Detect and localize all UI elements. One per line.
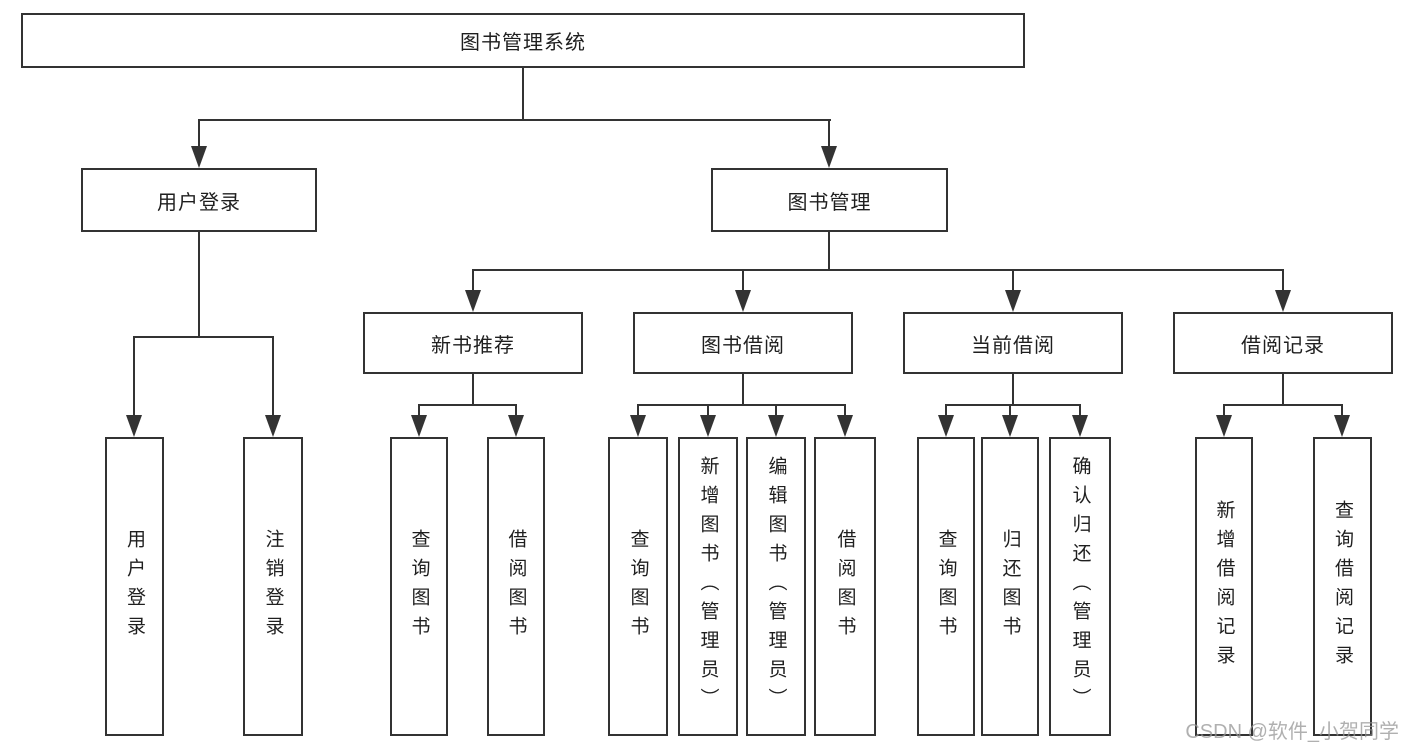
connector-line [198, 232, 200, 337]
arrow-down-icon [1275, 290, 1291, 312]
leaf-query-book-current: 查询图书 [917, 437, 975, 736]
csdn-watermark: CSDN @软件_小贺同学 [1185, 721, 1399, 743]
connector-line [1223, 404, 1343, 406]
connector-line [775, 404, 777, 417]
node-current-borrow: 当前借阅 [903, 312, 1123, 374]
connector-line [515, 404, 517, 417]
connector-line [198, 119, 831, 121]
arrow-down-icon [938, 415, 954, 437]
connector-line [637, 404, 639, 417]
arrow-down-icon [191, 146, 207, 168]
connector-line [742, 374, 744, 405]
connector-line [945, 404, 947, 417]
connector-line [472, 374, 474, 405]
leaf-logout: 注销登录 [243, 437, 303, 736]
node-user-login: 用户登录 [81, 168, 317, 232]
leaf-borrow-book-recommend: 借阅图书 [487, 437, 545, 736]
leaf-edit-book-admin: 编辑图书（管理员） [746, 437, 806, 736]
arrow-down-icon [700, 415, 716, 437]
node-book-management: 图书管理 [711, 168, 948, 232]
connector-line [272, 336, 274, 417]
arrow-down-icon [465, 290, 481, 312]
node-borrow-records: 借阅记录 [1173, 312, 1393, 374]
arrow-down-icon [1216, 415, 1232, 437]
arrow-down-icon [768, 415, 784, 437]
connector-line [1282, 374, 1284, 405]
connector-line [707, 404, 709, 417]
connector-line [828, 232, 830, 270]
leaf-confirm-return-admin: 确认归还（管理员） [1049, 437, 1111, 736]
connector-line [844, 404, 846, 417]
arrow-down-icon [1005, 290, 1021, 312]
connector-line [1223, 404, 1225, 417]
arrow-down-icon [630, 415, 646, 437]
connector-line [418, 404, 420, 417]
leaf-query-book-borrow: 查询图书 [608, 437, 668, 736]
connector-line [637, 404, 846, 406]
connector-line [1341, 404, 1343, 417]
leaf-return-book: 归还图书 [981, 437, 1039, 736]
connector-line [198, 119, 200, 148]
arrow-down-icon [126, 415, 142, 437]
connector-line [828, 119, 830, 148]
connector-line [1012, 374, 1014, 405]
arrow-down-icon [1072, 415, 1088, 437]
connector-line [418, 404, 517, 406]
connector-line [522, 68, 524, 120]
connector-line [1079, 404, 1081, 417]
arrow-down-icon [735, 290, 751, 312]
arrow-down-icon [1334, 415, 1350, 437]
connector-line [133, 336, 274, 338]
connector-line [1012, 269, 1014, 292]
connector-line [472, 269, 474, 292]
arrow-down-icon [508, 415, 524, 437]
connector-line [1282, 269, 1284, 292]
connector-line [133, 336, 135, 417]
leaf-user-login: 用户登录 [105, 437, 164, 736]
leaf-add-book-admin: 新增图书（管理员） [678, 437, 738, 736]
leaf-query-book-recommend: 查询图书 [390, 437, 448, 736]
leaf-borrow-book: 借阅图书 [814, 437, 876, 736]
connector-line [945, 404, 1081, 406]
connector-line [1009, 404, 1011, 417]
connector-line [472, 269, 1284, 271]
node-root-library-system: 图书管理系统 [21, 13, 1025, 68]
leaf-query-borrow-record: 查询借阅记录 [1313, 437, 1372, 736]
leaf-add-borrow-record: 新增借阅记录 [1195, 437, 1253, 736]
node-new-book-recommend: 新书推荐 [363, 312, 583, 374]
node-book-borrow: 图书借阅 [633, 312, 853, 374]
arrow-down-icon [837, 415, 853, 437]
arrow-down-icon [821, 146, 837, 168]
arrow-down-icon [1002, 415, 1018, 437]
arrow-down-icon [265, 415, 281, 437]
arrow-down-icon [411, 415, 427, 437]
connector-line [742, 269, 744, 292]
